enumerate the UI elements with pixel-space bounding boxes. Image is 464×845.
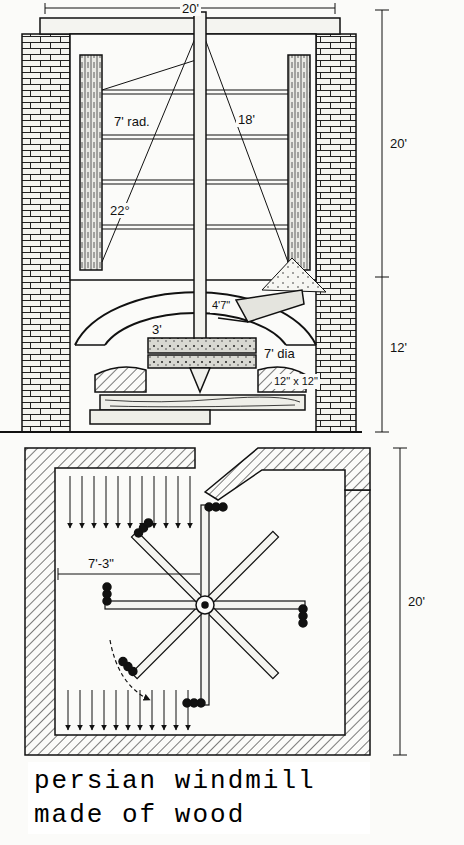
base-beam [100,395,305,410]
top-beam [40,18,340,34]
ground-line [0,431,362,433]
dimension-label: 20' [180,1,201,16]
hopper [218,258,326,322]
millstones [148,338,256,392]
dimension-line [400,448,401,755]
sail-bundle [80,55,102,270]
dimension-label: 12' [388,340,409,355]
vertical-shaft [194,12,206,347]
sail-bundle [288,55,310,270]
dimension-label: 22° [108,203,132,218]
dimension-label: 12" x 12" [272,374,320,389]
elevation-view [0,3,389,432]
dimension-line [382,10,383,432]
dimension-label: 7' dia [262,346,297,361]
dimension-label: 20' [406,594,427,609]
rotation-arrow [110,640,150,700]
brick-wall [316,34,356,432]
dimension-label: 7'-3" [86,556,116,571]
rotor-chamber [70,34,316,280]
rotor-plan [103,503,307,707]
dimension-label: 7' rad. [112,114,152,129]
dimension-line [58,574,200,575]
dimension-label: 18' [236,112,257,127]
brick-wall [22,34,70,432]
plan-view [25,448,407,755]
plan-wall [25,448,370,755]
dimension-label: 3' [150,322,164,337]
dimension-label: 4'7" [210,298,232,313]
sill-beam [90,410,210,424]
dimension-label: 20' [388,136,409,151]
plan-wall [205,448,370,500]
caption: persian windmill made of wood [28,762,370,834]
